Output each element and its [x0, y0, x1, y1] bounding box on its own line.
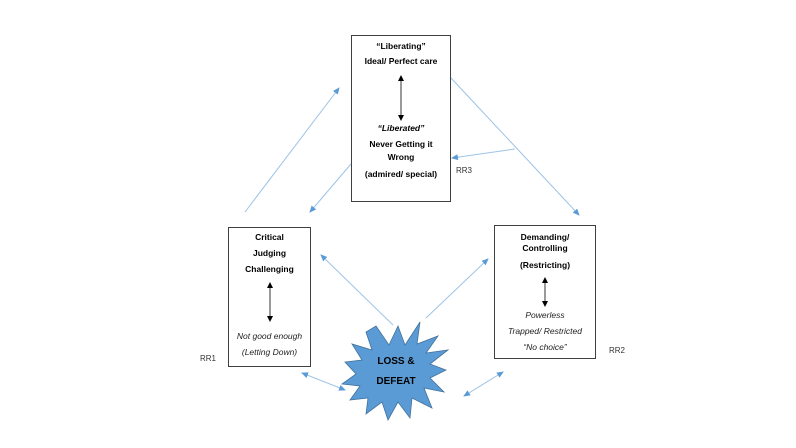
rr1-letting-down: (Letting Down) — [241, 347, 298, 357]
rr2-no-choice: “No choice” — [523, 342, 567, 352]
rr3-never-getting-it: Never Getting it — [369, 139, 433, 149]
rr1-judging: Judging — [252, 248, 287, 258]
rr2-double-arrow-icon — [542, 277, 548, 307]
label-rr2: RR2 — [609, 346, 626, 355]
arrow-branch-to-rr3 — [451, 148, 516, 161]
arrow-rr3-to-rr2 — [450, 77, 580, 216]
arrow-bidir-burst-rr2 — [463, 371, 504, 397]
rr1-double-arrow-icon — [267, 282, 273, 322]
rr2-restricting: (Restricting) — [519, 260, 571, 270]
arrow-burst-to-rr2 — [425, 258, 489, 319]
rr3-liberated: “Liberated” — [377, 123, 425, 133]
label-rr1: RR1 — [200, 354, 217, 363]
box-rr3: “Liberating” Ideal/ Perfect care “Libera… — [351, 35, 451, 202]
arrow-rr3-to-rr1 — [309, 163, 352, 213]
arrow-rr1-to-rr3 — [244, 87, 340, 213]
loss-defeat-starburst — [340, 321, 450, 421]
rr3-liberating: “Liberating” — [376, 41, 426, 51]
rr2-powerless: Powerless — [525, 310, 565, 320]
rr2-demanding: Demanding/ — [520, 232, 570, 242]
rr1-critical: Critical — [255, 232, 284, 242]
box-rr2: Demanding/ Controlling (Restricting) Pow… — [494, 225, 596, 359]
burst-text-defeat: DEFEAT — [376, 376, 416, 387]
arrow-bidir-rr1-burst — [301, 372, 346, 391]
rr1-not-good-enough: Not good enough — [236, 331, 303, 341]
box-rr1: Critical Judging Challenging Not good en… — [228, 227, 311, 367]
arrow-burst-to-rr1 — [320, 254, 394, 326]
rr3-admired-special: (admired/ special) — [364, 169, 438, 179]
rr2-trapped-restricted: Trapped/ Restricted — [507, 326, 582, 336]
label-rr3: RR3 — [456, 166, 473, 175]
rr3-wrong: Wrong — [387, 152, 415, 162]
burst-text-loss: LOSS & — [377, 356, 415, 367]
rr2-controlling: Controlling — [522, 243, 568, 253]
rr1-challenging: Challenging — [245, 264, 294, 274]
rr3-ideal-perfect-care: Ideal/ Perfect care — [364, 56, 438, 66]
rr3-double-arrow-icon — [398, 75, 404, 121]
